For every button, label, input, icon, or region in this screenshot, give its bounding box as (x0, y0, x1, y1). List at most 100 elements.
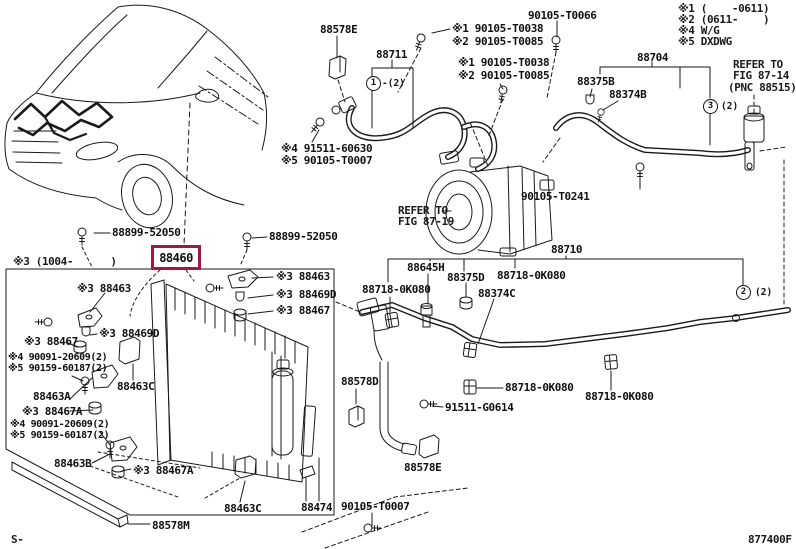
part-label-90105-T0085-b[interactable]: ※2 90105-T0085 (458, 69, 550, 82)
receiver-drier (271, 370, 294, 456)
part-label-88718-0K080-b[interactable]: 88718-0K080 (497, 269, 566, 282)
bracket-88463-left (77, 307, 103, 328)
bolt-90105-T0038-a (412, 32, 427, 53)
part-label-88467A-lower[interactable]: ※3 88467A (133, 464, 194, 477)
bolt-91511-60630 (308, 115, 327, 136)
mirror (195, 88, 220, 103)
clamp-88374C (462, 341, 478, 359)
callout-1[interactable]: 1 (366, 76, 381, 91)
part-label-88375B[interactable]: 88375B (577, 75, 615, 88)
part-label-88899-52050-left[interactable]: 88899-52050 (112, 226, 181, 239)
compressor (425, 157, 555, 257)
legend-line-3: ※4 W/G (678, 24, 720, 37)
assembly-frame (5, 268, 335, 516)
part-label-88463-right[interactable]: ※3 88463 (276, 270, 330, 283)
rear-pipes-88710 (348, 296, 791, 533)
part-label-90091-20609-b[interactable]: ※4 90091-20609(2) (10, 419, 110, 430)
part-label-90105-T0038-a[interactable]: ※1 90105-T0038 (452, 22, 544, 35)
clamp-88718-right (603, 354, 619, 370)
refer-note-19-line2: FIG 87-19 (398, 215, 455, 228)
legend-line-1: ※1 ( -0611) (678, 2, 770, 15)
bolt-91511-G0614 (419, 399, 438, 409)
callout-3-suffix: (2) (721, 101, 739, 112)
part-88578E-top (328, 55, 347, 80)
discharge-hose-88711 (331, 96, 498, 172)
bolt-88899-right (242, 232, 252, 251)
legend-line-2: ※2 (0611- ) (678, 13, 770, 26)
part-label-90159-60187-b[interactable]: ※5 90159-60187(2) (10, 430, 110, 441)
part-label-88645H[interactable]: 88645H (407, 261, 445, 274)
part-label-90105-T0241[interactable]: 90105-T0241 (521, 190, 590, 203)
part-label-88718-0K080-d[interactable]: 88718-0K080 (585, 390, 654, 403)
part-label-88469D-left[interactable]: ※3 88469D (99, 327, 160, 340)
part-label-90105-T0066[interactable]: 90105-T0066 (528, 9, 597, 22)
legend-line-4: ※5 DXDWG (678, 35, 732, 48)
highlighted-part-88460[interactable]: 88460 (151, 245, 201, 270)
leader-lines (65, 20, 744, 527)
part-label-91511-60630[interactable]: ※4 91511-60630 (281, 142, 373, 155)
part-label-88374B[interactable]: 88374B (609, 88, 647, 101)
part-label-88710[interactable]: 88710 (551, 243, 583, 256)
part-label-88899-52050-right[interactable]: 88899-52050 (269, 230, 338, 243)
part-label-88467-right[interactable]: ※3 88467 (276, 304, 330, 317)
callout-2[interactable]: 2 (736, 285, 751, 300)
pipe-bracket (744, 141, 755, 171)
refer-note-19-line1: REFER TO (398, 204, 448, 217)
refer-note-14-line2: FIG 87-14 (733, 69, 790, 82)
part-label-90091-20609-a[interactable]: ※4 90091-20609(2) (8, 352, 108, 363)
ac-harness-bold (13, 99, 114, 137)
part-label-88467A-upper[interactable]: ※3 88467A (22, 405, 83, 418)
part-label-88469D-right[interactable]: ※3 88469D (276, 288, 337, 301)
callout-3[interactable]: 3 (703, 99, 718, 114)
damper-88645H (420, 303, 433, 328)
cap-88375D (459, 296, 473, 310)
part-label-88463A[interactable]: 88463A (33, 390, 71, 403)
vehicle-sketch (4, 4, 269, 246)
figure-code: 877400F (748, 533, 792, 546)
pad-88474 (300, 405, 317, 457)
callout-2-suffix: (2) (755, 287, 773, 298)
part-label-88474[interactable]: 88474 (301, 501, 333, 514)
part-label-88578M[interactable]: 88578M (152, 519, 190, 532)
part-label-91511-G0614[interactable]: 91511-G0614 (445, 401, 514, 414)
part-label-88718-0K080-c[interactable]: 88718-0K080 (505, 381, 574, 394)
part-label-90105-T0038-b[interactable]: ※1 90105-T0038 (458, 56, 550, 69)
production-note: ※3 (1004- ) (13, 255, 117, 268)
part-label-88463-left[interactable]: ※3 88463 (77, 282, 131, 295)
callout-1-suffix: -(2) (382, 78, 405, 89)
part-label-90105-T0007[interactable]: 90105-T0007 (341, 500, 410, 513)
part-label-90105-T0085-a[interactable]: ※2 90105-T0085 (452, 35, 544, 48)
part-label-88718-0K080-a[interactable]: 88718-0K080 (362, 283, 431, 296)
condenser-core (150, 279, 309, 483)
liquid-pipe-88704 (553, 94, 765, 181)
part-label-88578E-mid[interactable]: 88578E (404, 461, 442, 474)
bolt-90105-T0066 (551, 35, 561, 54)
bracket-88463B (109, 436, 138, 462)
part-label-88463C-upper[interactable]: 88463C (117, 380, 155, 393)
part-label-90159-60187-a[interactable]: ※5 90159-60187(2) (8, 363, 108, 374)
part-label-88374C[interactable]: 88374C (478, 287, 516, 300)
part-label-88463B[interactable]: 88463B (54, 457, 92, 470)
clamp-88718-mid (463, 379, 477, 395)
block-88463C-lower (234, 455, 257, 479)
part-label-88463C-lower[interactable]: 88463C (224, 502, 262, 515)
refer-note-14-line3: (PNC 88515) (728, 81, 796, 94)
part-label-88711[interactable]: 88711 (376, 48, 408, 61)
part-label-88375D[interactable]: 88375D (447, 271, 485, 284)
part-label-88578E-top[interactable]: 88578E (320, 23, 358, 36)
part-label-88578D[interactable]: 88578D (341, 375, 379, 388)
sill-bar-88578M (11, 461, 129, 528)
part-label-88704[interactable]: 88704 (637, 51, 669, 64)
bracket-88463-right (227, 269, 259, 289)
part-88578D (348, 405, 365, 428)
block-88463C-upper (118, 336, 141, 365)
refer-note-14-line1: REFER TO (733, 58, 783, 71)
bolt-88899-left (77, 227, 87, 246)
part-label-90105-T0007-n5[interactable]: ※5 90105-T0007 (281, 154, 373, 167)
receiver-fitting (743, 105, 765, 143)
part-label-88467-left[interactable]: ※3 88467 (24, 335, 78, 348)
construction-lines (301, 47, 787, 549)
bracket-88463A (91, 364, 119, 389)
